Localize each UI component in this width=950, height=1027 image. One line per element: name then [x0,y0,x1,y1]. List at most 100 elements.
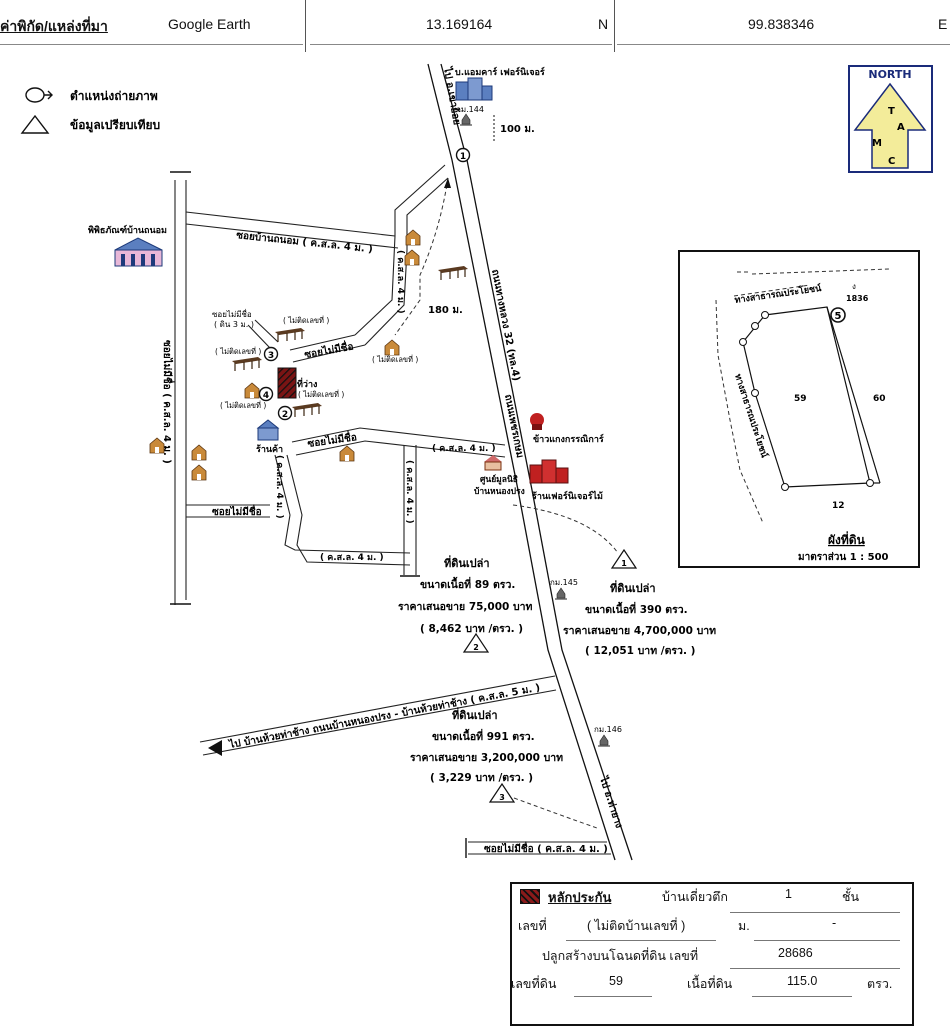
plot-plan-inset: ทางสาธารณประโยชน์ ทางสาธารณประโยชน์ ง 18… [678,250,920,568]
legend-comparison-data: ข้อมูลเปรียบเทียบ [70,118,160,133]
empty-land-label: ที่ว่าง [297,377,318,390]
secondary-roads [174,164,611,855]
soi-no-name-mid-label: ซอยไม่มีชื่อ [306,429,357,450]
comparison-1-title: ที่ดินเปล่า [610,580,656,595]
house-no-label: เลขที่ [518,919,547,933]
collateral-label: หลักประกัน [548,890,612,905]
house-icon [244,382,260,399]
route-dashed [394,177,449,336]
longitude-value: 99.838346 [748,16,815,32]
comparison-1-size: ขนาดเนื้อที่ 390 ตรว. [585,601,688,616]
comparison-3-title: ที่ดินเปล่า [452,707,498,722]
foundation-label: ศูนย์มูลนิธิ [480,474,518,485]
svg-text:3: 3 [268,351,274,361]
no-number-label-5: ( ไม่ติดเลขที่ ) [372,354,418,364]
foundation-label-2: บ้านหนองปรง [474,486,525,497]
north-title: NORTH [868,68,911,81]
no-number-label-2: ( ไม่ติดเลขที่ ) [215,346,261,356]
museum-label: พิพิธภัณฑ์บ้านถนอม [88,224,167,236]
collateral-swatch [520,889,540,904]
parcel-59-label: 59 [794,394,807,404]
collateral-info-box: หลักประกัน บ้านเดี่ยวตึก 1 ชั้น เลขที่ (… [510,882,914,1026]
photo-point-1: 1 [455,147,471,163]
comparison-3-price: ราคาเสนอขาย 3,200,000 บาท [410,752,563,764]
comparison-2-per: ( 8,462 บาท /ตรว. ) [420,623,523,635]
company-top-label: บ.แอมคาร์ เฟอร์นิเจอร์ [455,66,545,78]
km146-label: กม.146 [594,725,622,734]
comparison-2-price: ราคาเสนอขาย 75,000 บาท [398,601,533,613]
north-letter-m: M [872,138,882,149]
moo-value: - [832,916,837,930]
area-unit: ตรว. [867,977,893,991]
legend-photo-position: ตำแหน่งถ่ายภาพ [70,89,158,103]
north-arrow-icon [853,82,927,169]
shed-icon [437,265,469,281]
curry-shop-icon [530,413,544,430]
shed-icon [231,356,263,372]
moo-label: ม. [738,919,750,933]
coordinate-label: ค่าพิกัด/แหล่งที่มา [0,18,108,34]
svg-text:4: 4 [263,391,269,401]
photo-point-5: 5 [830,307,846,323]
svg-text:5: 5 [835,311,842,322]
furniture-shop-label: ร้านเฟอร์นิเจอร์ไม้ [532,490,603,502]
coordinate-source: Google Earth [168,16,251,32]
shed-icon [291,402,323,418]
house-icon [191,444,207,461]
shop-label: ร้านค้า [256,444,283,455]
soi-no-name-top-label: ซอยไม่มีชื่อ [303,339,354,361]
soi-no-name-small-label: ซอยไม่มีชื่อ [212,308,252,319]
km144-label: กม.144 [456,105,484,114]
diagonal-road-arrow-icon [208,740,222,756]
km146-post-icon [597,734,611,747]
svg-text:2: 2 [282,410,288,420]
svg-text:2: 2 [473,643,479,652]
comparison-2-size: ขนาดเนื้อที่ 89 ตรว. [420,576,515,591]
coordinates-header: ค่าพิกัด/แหล่งที่มา Google Earth 13.1691… [0,0,950,52]
cs4-h1-label: ( ค.ส.ล. 4 ม. ) [432,444,496,454]
house-icon [405,229,421,246]
comparison-marker-2: 2 [462,632,490,653]
photo-point-2: 2 [277,405,293,421]
museum-icon [114,237,163,267]
area-label: เนื้อที่ดิน [687,977,733,991]
legend: ตำแหน่งถ่ายภาพ ข้อมูลเปรียบเทียบ [20,87,160,134]
comparison-triangle-icon [20,114,50,134]
header-cell-lon [617,0,950,45]
highway-label-mid: ถนนทางหลวง 32 (ทล.4) [489,268,521,382]
north-letter-t: T [888,106,895,117]
longitude-direction: E [938,16,948,32]
company-building-icon [455,77,493,101]
floor-unit: ชั้น [842,890,860,904]
latitude-value: 13.169164 [426,16,493,32]
area-value: 115.0 [787,974,818,988]
highway [427,63,633,861]
parcel-12-label: 12 [832,501,845,511]
house-icon [191,464,207,481]
north-letter-c: C [888,156,895,167]
highway-label-bottom: ไป อ.ท่ายาง [597,774,626,830]
distance-100-label: 100 ม. [500,124,535,135]
comparison-1-per: ( 12,051 บาท /ตรว. ) [585,645,695,657]
comparison-1-price: ราคาเสนอขาย 4,700,000 บาท [563,625,716,637]
comparison-3-size: ขนาดเนื้อที่ 991 ตรว. [432,728,535,743]
cs4-vertical-mid-label: ( ค.ส.ล. 4 ม. ) [404,460,414,524]
km145-label: กม.145 [550,578,578,587]
north-letter-a: A [897,122,905,133]
deed-value: 28686 [778,946,813,960]
distance-180-label: 180 ม. [428,305,463,316]
photo-point-4: 4 [258,386,274,402]
soi-no-name-left-label: ซอยไม่มีชื่อ [212,504,262,518]
plan-title: ผังที่ดิน [828,531,866,547]
parcel-60-label: 60 [873,394,886,404]
photo-position-icon [25,87,45,103]
svg-text:3: 3 [499,793,505,802]
soi-left-vertical-label: ซอยไม่มีชื่อ ( ค.ส.ล. 4 ม. ) [161,340,175,464]
shop-icon [256,419,280,441]
comparison-marker-1: 1 [610,548,638,569]
location-map: ตำแหน่งถ่ายภาพ ข้อมูลเปรียบเทียบ NORTH T… [20,63,933,861]
north-badge: NORTH T A M C [848,65,933,173]
latitude-direction: N [598,16,609,32]
cs4-vertical-right-label: ( ค.ส.ล. 4 ม. ) [395,250,405,314]
cs4-vertical-left-label: ( ค.ส.ล. 4 ม. ) [274,455,284,519]
